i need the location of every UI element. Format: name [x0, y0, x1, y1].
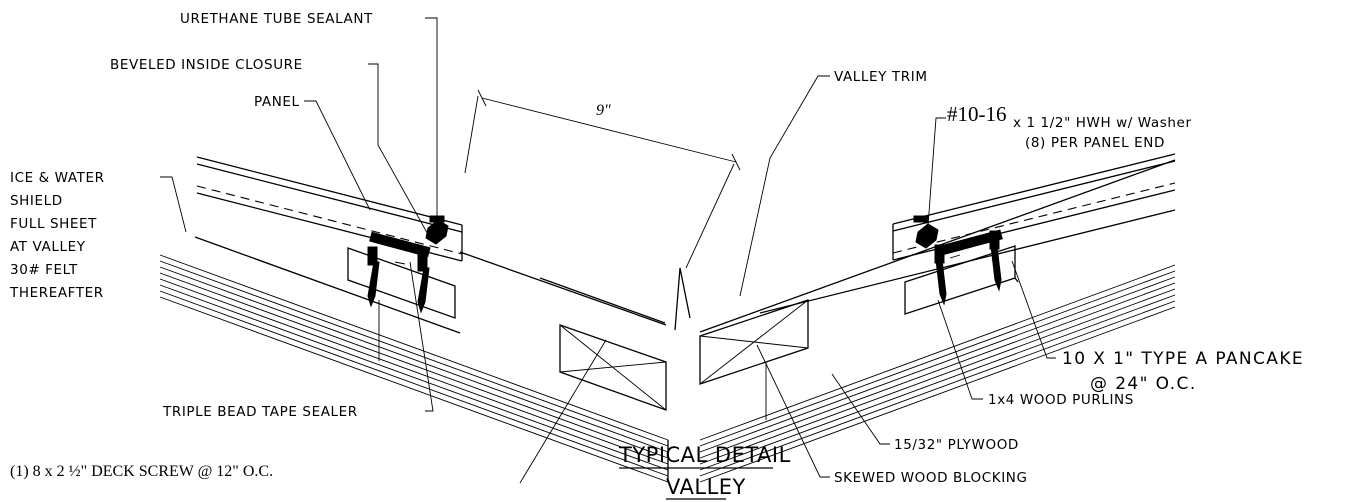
label-triple-bead-tape-sealer: TRIPLE BEAD TAPE SEALER: [162, 404, 358, 420]
label-urethane-tube-sealant: URETHANE TUBE SEALANT: [180, 11, 373, 27]
svg-text:ICE & WATER: ICE & WATER: [10, 170, 105, 186]
leader-lines: [160, 17, 1056, 484]
label-wood-purlins: 1x4 WOOD PURLINS: [988, 392, 1134, 408]
left-valley-trim-edge: [459, 251, 667, 326]
left-plywood: [159, 254, 669, 483]
label-pancake-screw: 10 X 1" TYPE A PANCAKE: [1062, 349, 1304, 369]
label-fastener-size: #10-16: [947, 102, 1007, 126]
title-line-1: TYPICAL DETAIL: [618, 443, 791, 467]
right-plywood: [699, 264, 1176, 483]
label-deck-screw: (1) 8 x 2 ½" DECK SCREW @ 12" O.C.: [10, 463, 273, 480]
label-valley-trim: VALLEY TRIM: [834, 69, 928, 85]
right-skewed-blocking: [699, 299, 809, 385]
left-underlayment: [194, 236, 461, 334]
left-skewed-blocking: [559, 324, 667, 411]
label-panel: PANEL: [254, 94, 300, 110]
label-ice-water-shield: ICE & WATER SHIELD FULL SHEET AT VALLEY …: [9, 170, 105, 301]
svg-text:AT VALLEY: AT VALLEY: [10, 239, 86, 255]
label-pancake-spacing: @ 24" O.C.: [1090, 374, 1197, 394]
label-per-panel-end: (8) PER PANEL END: [1025, 135, 1165, 151]
right-closure-fasteners: [913, 215, 1003, 306]
drawing-title: TYPICAL DETAIL VALLEY: [618, 443, 791, 500]
title-line-2: VALLEY: [666, 475, 746, 499]
left-purlin: [347, 247, 456, 319]
label-fastener-desc: x 1 1/2" HWH w/ Washer: [1013, 115, 1192, 131]
right-roof-assembly: [699, 153, 1176, 483]
svg-text:FULL SHEET: FULL SHEET: [10, 216, 97, 232]
label-beveled-inside-closure: BEVELED INSIDE CLOSURE: [110, 57, 303, 73]
svg-text:SHIELD: SHIELD: [10, 193, 63, 209]
svg-text:THEREAFTER: THEREAFTER: [9, 285, 104, 301]
dimension-9in: [464, 89, 741, 269]
label-plywood: 15/32" PLYWOOD: [894, 437, 1019, 453]
right-panel: [892, 153, 1176, 261]
dimension-label: 9": [596, 102, 611, 119]
label-skewed-wood-blocking: SKEWED WOOD BLOCKING: [834, 470, 1028, 486]
left-closure-fasteners: [367, 215, 449, 314]
left-roof-assembly: [159, 156, 691, 483]
svg-text:30# FELT: 30# FELT: [10, 262, 78, 278]
